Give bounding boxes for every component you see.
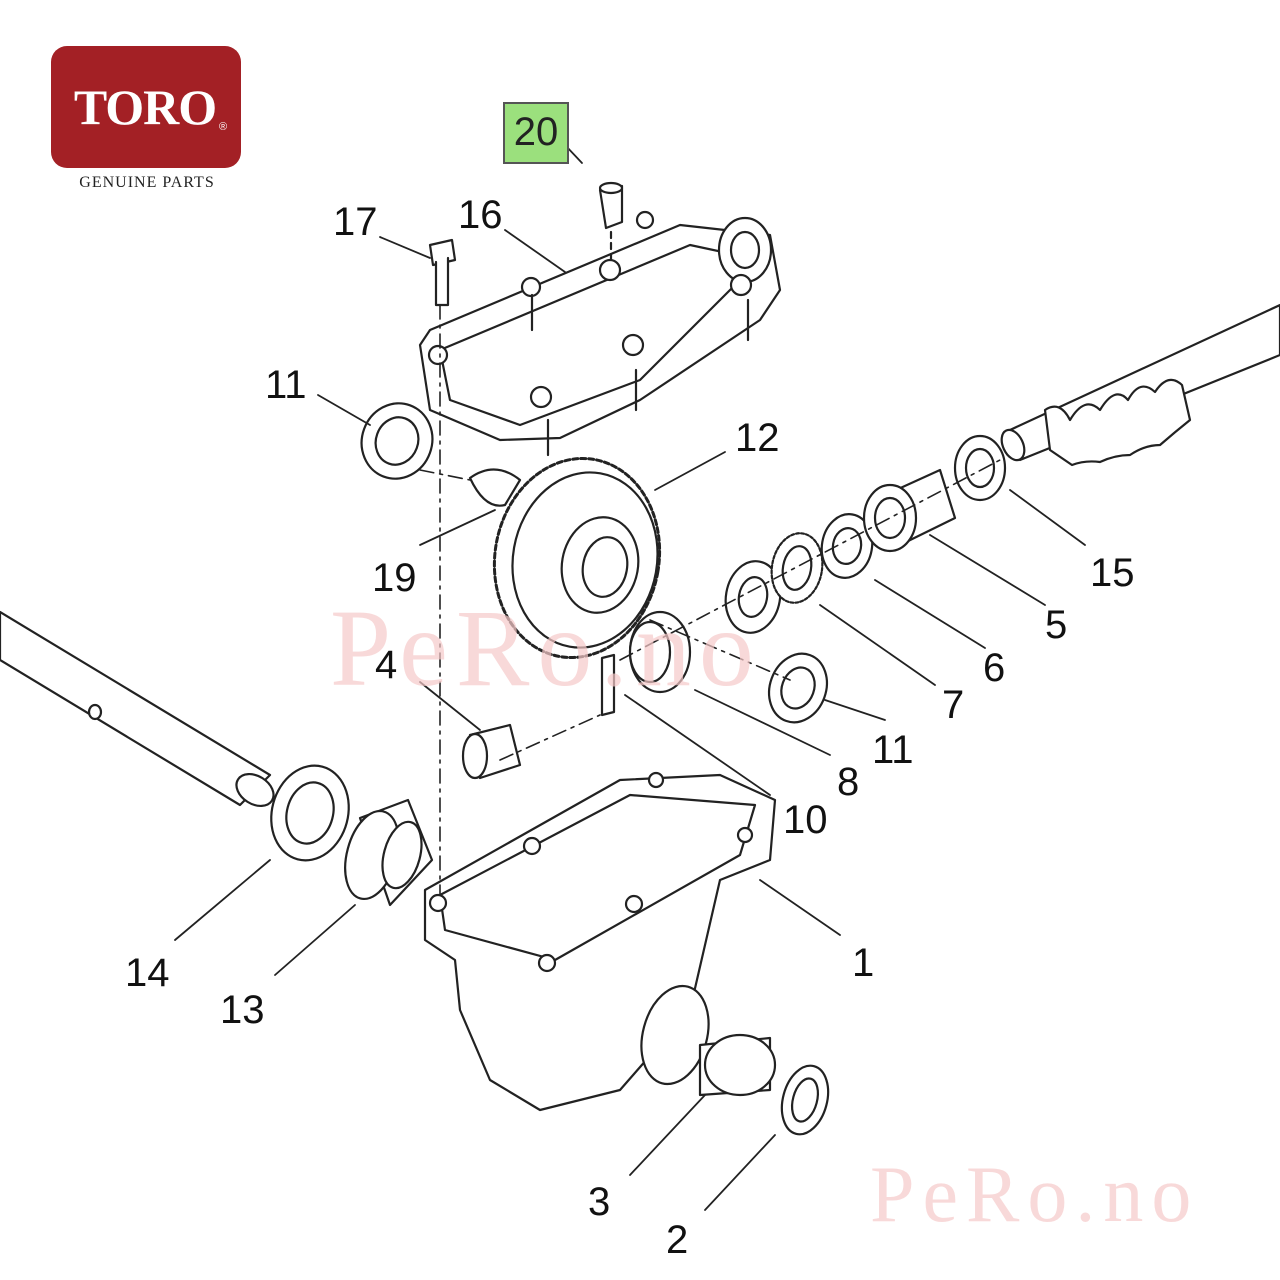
label-3: 3	[588, 1180, 611, 1224]
highlighted-part-number: 20	[513, 110, 559, 154]
bearing-13	[344, 798, 434, 907]
label-10: 10	[783, 798, 828, 842]
label-7: 7	[942, 683, 965, 727]
label-12: 12	[735, 416, 780, 460]
label-5: 5	[1045, 603, 1068, 647]
woodruff-key	[468, 468, 522, 507]
seal-15	[953, 434, 1007, 502]
label-6: 6	[983, 646, 1006, 690]
seal-14	[270, 764, 350, 862]
drive-hub	[628, 610, 692, 694]
label-2: 2	[666, 1218, 689, 1262]
label-8: 8	[837, 760, 860, 804]
label-11-lower: 11	[872, 728, 914, 772]
label-14: 14	[125, 951, 170, 995]
label-13: 13	[220, 988, 265, 1032]
label-16: 16	[458, 193, 503, 237]
washer-6	[820, 513, 874, 579]
label-11-upper: 11	[265, 363, 307, 407]
bushing	[461, 723, 522, 780]
seal-2	[780, 1064, 830, 1136]
plug	[598, 181, 624, 264]
watermark-center: PeRo.no	[330, 587, 762, 709]
left-axle-shaft	[0, 610, 275, 808]
label-19: 19	[372, 556, 417, 600]
thrust-washer-upper	[360, 402, 434, 480]
toro-logo-text: TORO	[73, 79, 217, 135]
logo-tagline: GENUINE PARTS	[79, 174, 215, 191]
main-gear	[492, 456, 662, 660]
label-4: 4	[375, 643, 398, 687]
highlighted-part-callout	[503, 102, 569, 164]
worm-shaft	[1000, 303, 1280, 467]
watermark-corner: PeRo.no	[870, 1151, 1200, 1239]
washer-11-lower	[767, 652, 829, 724]
gear-housing	[423, 771, 777, 1112]
label-1: 1	[852, 941, 875, 985]
bushing-5	[862, 468, 957, 553]
bushing-3	[698, 1033, 777, 1097]
gear-case-cover	[418, 210, 782, 457]
label-17: 17	[333, 200, 378, 244]
toro-logo	[51, 46, 241, 168]
needle-bearing	[770, 532, 824, 604]
label-15: 15	[1090, 551, 1135, 595]
pin	[600, 653, 616, 717]
registered-mark: ®	[219, 121, 228, 133]
cover-bolt	[428, 238, 457, 307]
